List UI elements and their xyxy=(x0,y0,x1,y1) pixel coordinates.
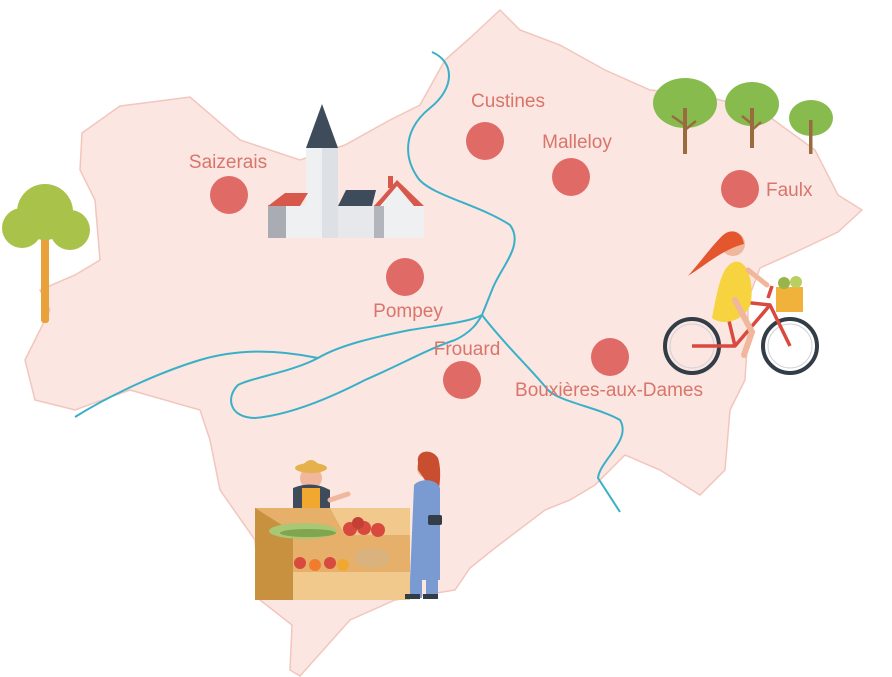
town-label-malleloy: Malleloy xyxy=(542,132,612,153)
town-marker-saizerais[interactable] xyxy=(210,176,248,214)
river-west xyxy=(74,350,319,418)
river-branch xyxy=(230,314,483,420)
river-network xyxy=(74,51,624,513)
town-label-custines: Custines xyxy=(471,91,545,112)
cyclist-icon xyxy=(663,231,819,375)
market-stall-icon xyxy=(255,451,442,600)
town-marker-malleloy[interactable] xyxy=(552,158,590,196)
town-marker-pompey[interactable] xyxy=(386,258,424,296)
town-label-frouard: Frouard xyxy=(434,339,501,360)
river-main xyxy=(407,51,624,513)
town-marker-faulx[interactable] xyxy=(721,170,759,208)
town-label-faulx: Faulx xyxy=(766,180,813,201)
town-label-saizerais: Saizerais xyxy=(189,152,267,173)
town-markers: CustinesMalleloySaizeraisFaulxPompeyFrou… xyxy=(189,91,813,401)
town-marker-frouard[interactable] xyxy=(443,361,481,399)
tree-icon-left xyxy=(2,184,90,323)
town-marker-custines[interactable] xyxy=(466,122,504,160)
village-icon xyxy=(268,104,424,238)
town-label-pompey: Pompey xyxy=(373,301,443,322)
town-label-bouxieres-aux-dames: Bouxières-aux-Dames xyxy=(515,380,703,401)
tree-icon-right xyxy=(653,78,833,154)
town-marker-bouxieres-aux-dames[interactable] xyxy=(591,338,629,376)
